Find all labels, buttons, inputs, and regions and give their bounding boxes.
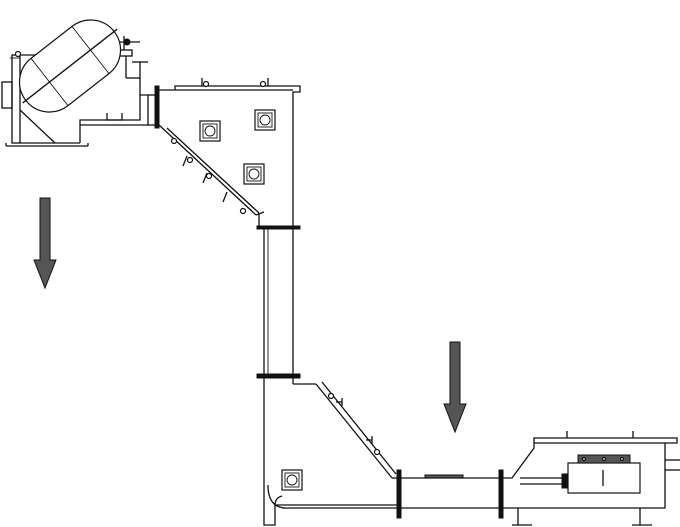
lower-turn-housing xyxy=(263,381,504,526)
flow-arrow-center xyxy=(443,341,467,434)
upper-turn-housing xyxy=(148,78,301,229)
inspection-port-2 xyxy=(254,109,276,131)
flow-arrow-left xyxy=(33,197,57,290)
hopper-tank-icon xyxy=(1,19,149,147)
vertical-riser-tube xyxy=(256,225,301,505)
inspection-port-3 xyxy=(243,163,265,185)
inspection-port-4 xyxy=(281,469,303,491)
inspection-port-1 xyxy=(199,120,221,142)
bottom-drive-unit xyxy=(503,431,680,526)
